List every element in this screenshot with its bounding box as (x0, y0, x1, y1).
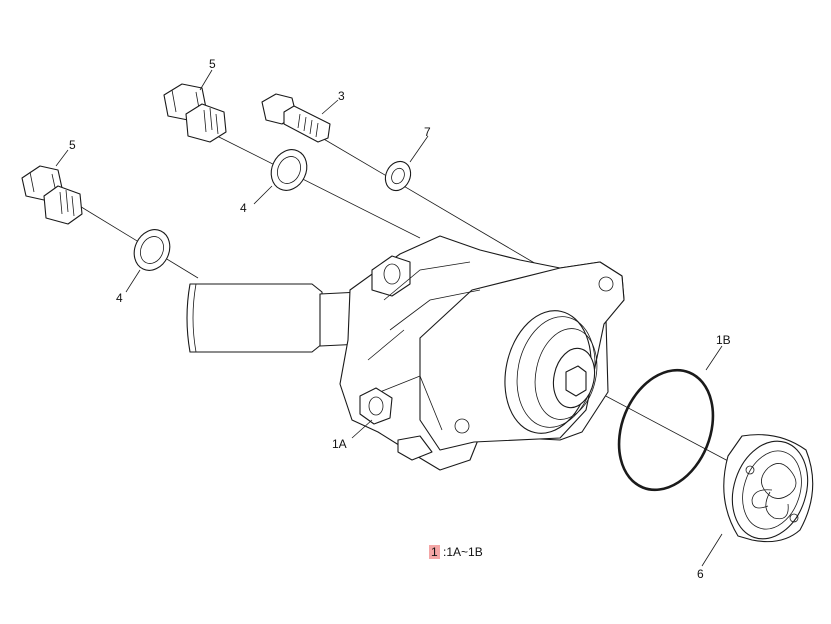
pump-body-part (186, 235, 625, 471)
cap-part (723, 434, 814, 543)
fitting-right-part (163, 83, 227, 143)
callout-oring: 1B (716, 333, 731, 347)
callout-washer-small: 7 (424, 125, 431, 139)
legend-highlight-number[interactable]: 1 (429, 545, 440, 559)
callout-fitting-left: 5 (69, 138, 76, 152)
callout-bolt: 3 (338, 89, 345, 103)
legend-text: :1A~1B (443, 545, 483, 559)
oring-part (617, 368, 715, 492)
callout-washer-left: 4 (116, 291, 123, 305)
callout-body: 1A (332, 437, 347, 451)
washer-left-part (133, 229, 171, 271)
callout-cap: 6 (697, 567, 704, 581)
callout-labels: 5 5 3 7 4 4 1A 1B 6 (69, 57, 731, 581)
assembly-legend: 1 :1A~1B (429, 545, 483, 559)
washer-small-part (384, 160, 412, 192)
washer-top-part (270, 149, 308, 191)
fitting-left-part (21, 165, 83, 225)
bolt-part (261, 93, 331, 143)
callout-washer-right: 4 (240, 201, 247, 215)
callout-leaders (55, 69, 723, 567)
callout-fitting-right: 5 (209, 57, 216, 71)
